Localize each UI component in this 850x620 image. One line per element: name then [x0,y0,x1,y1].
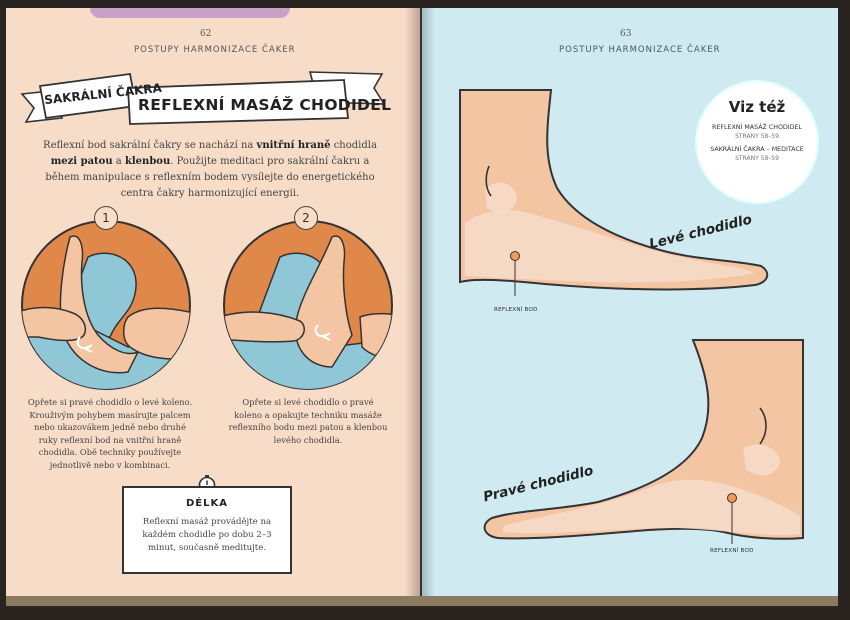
step-2-illustration [223,220,393,390]
purple-decoration [90,8,290,18]
step-2-number: 2 [294,206,318,230]
duration-box: DÉLKA Reflexní masáž provádějte na každé… [122,486,292,574]
see-also-item-1: REFLEXNÍ MASÁŽ CHODIDEL [712,124,802,131]
right-foot-illustration [483,339,804,544]
running-head-right: POSTUPY HARMONIZACE ČAKER [559,45,721,55]
title-ribbon [20,71,386,125]
duration-text: Reflexní masáž provádějte na každém chod… [142,517,272,553]
step-1-caption: Opřete si pravé chodidlo o levé koleno. … [27,397,193,470]
page-number-left: 62 [200,29,212,39]
book-edge [6,596,838,606]
page-number-right: 63 [620,29,632,39]
step-2-caption: Opřete si levé chodidlo o pravé koleno a… [228,397,388,445]
book-gutter [405,8,435,606]
reflex-point-label-1: REFLEXNÍ BOD [494,307,538,313]
reflex-point-label-2: REFLEXNÍ BOD [710,548,754,554]
left-foot-illustration [459,89,769,296]
see-also-pages-2: STRANY 58–59 [735,155,779,162]
step-1-illustration [21,220,191,390]
duration-title: DÉLKA [186,498,228,509]
see-also-circle: Viz též REFLEXNÍ MASÁŽ CHODIDEL STRANY 5… [695,80,819,204]
see-also-item-2: SAKRÁLNÍ ČAKRA – MEDITACE [710,146,804,153]
see-also-title: Viz též [728,98,786,116]
intro-paragraph: Reflexní bod sakrální čakry se nachází n… [43,140,377,199]
ribbon-title: REFLEXNÍ MASÁŽ CHODIDEL [138,96,392,114]
step-1-number: 1 [94,206,118,230]
running-head-left: POSTUPY HARMONIZACE ČAKER [134,45,296,55]
see-also-pages-1: STRANY 58–59 [735,133,779,140]
